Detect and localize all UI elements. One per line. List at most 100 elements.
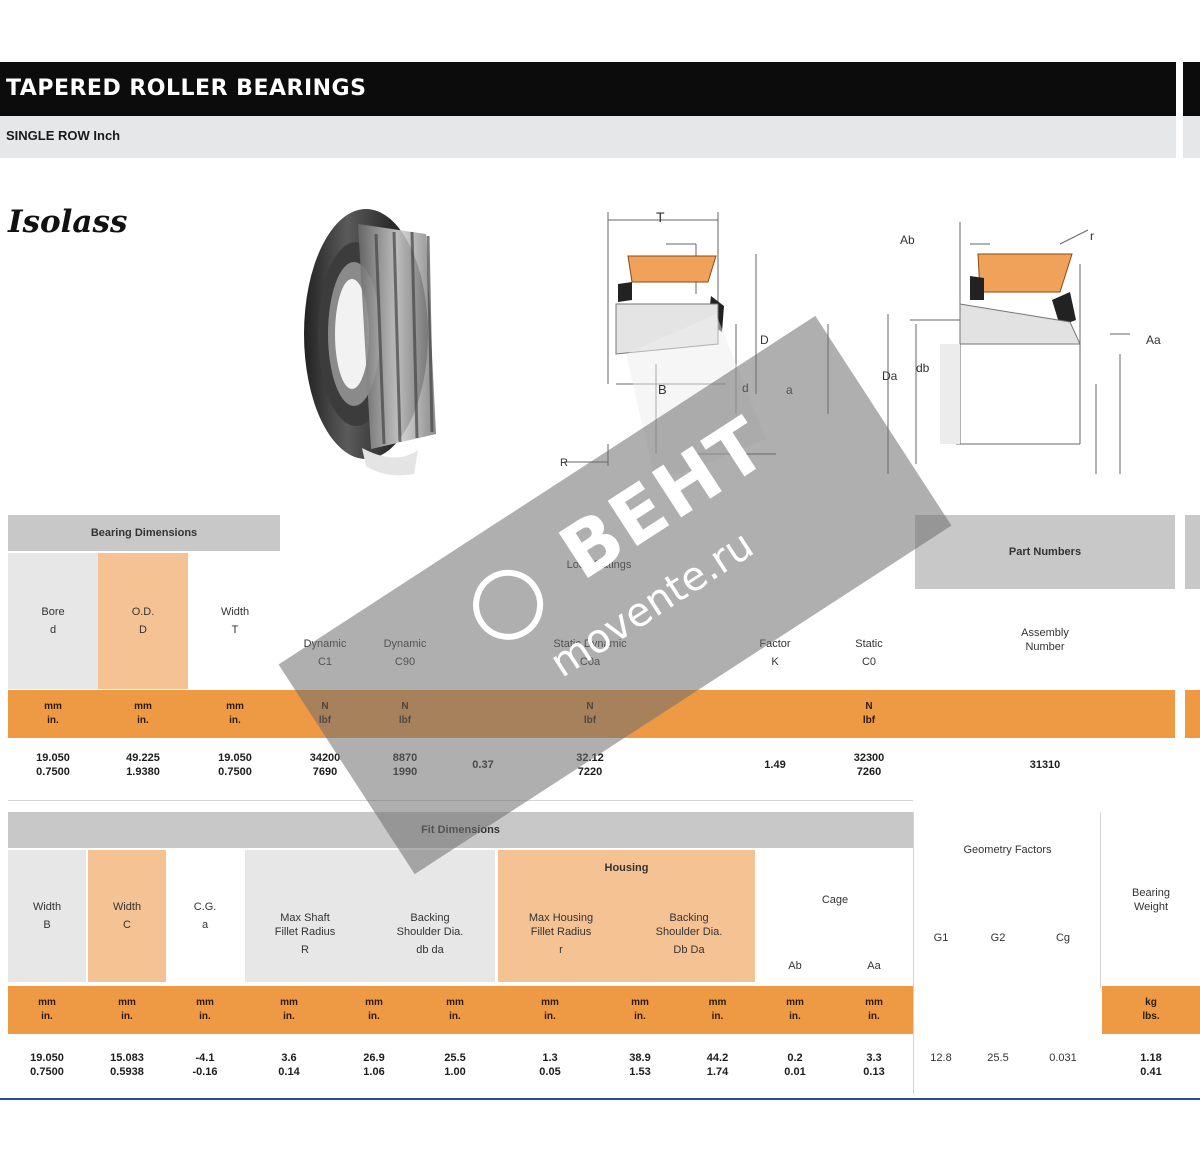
fit-value-4: 26.9 1.06: [363, 1052, 385, 1078]
bearing-weight-value: 1.18 0.41: [1140, 1052, 1162, 1078]
weight-header-line1: Bearing: [1132, 887, 1170, 899]
dimension-header-1-line2: D: [139, 624, 147, 636]
value-7: 1.49: [764, 759, 786, 771]
cage-header-0: Ab: [788, 960, 802, 972]
assembly-header-line2: Number: [1025, 641, 1065, 653]
label-R: R: [560, 457, 568, 469]
label-D: D: [760, 333, 769, 347]
fit-unit-3: mm in.: [245, 986, 333, 1034]
assembly-number-value: 31310: [1029, 759, 1061, 771]
housing-header-1-line1: Backing Shoulder Dia.: [655, 912, 723, 938]
document-subtitle: SINGLE ROW Inch: [0, 116, 1176, 158]
label-Aa: Aa: [1146, 333, 1161, 347]
section-label: Isolass: [8, 204, 128, 240]
fit-unit-5: mm in.: [415, 986, 495, 1034]
fit-left-header-2-line2: a: [201, 919, 209, 931]
fit-value-2: -4.1 -0.16: [192, 1052, 218, 1078]
fit-left-header-0-line2: B: [43, 919, 51, 931]
dimension-header-2-line2: T: [231, 624, 239, 636]
housing-header: Housing: [604, 862, 649, 874]
rating-header-5-line2: C0: [861, 656, 877, 668]
fit-value-9: 0.2 0.01: [784, 1052, 806, 1078]
fit-value-7: 38.9 1.53: [629, 1052, 651, 1078]
fit-value-5: 25.5 1.00: [444, 1052, 466, 1078]
geometry-value-0: 12.8: [930, 1052, 952, 1064]
dimension-header-0-line2: d: [49, 624, 57, 636]
assembly-number-header: Assembly Number: [915, 592, 1175, 688]
unit-8: N lbf: [826, 690, 912, 738]
dimension-header-1-line1: O.D.: [131, 606, 155, 618]
value-1: 49.225 1.9380: [126, 752, 160, 778]
rating-header-5-line1: Static: [855, 638, 883, 650]
document-title: TAPERED ROLLER BEARINGS: [0, 62, 1176, 116]
part-numbers-header: Part Numbers: [915, 515, 1175, 589]
weight-header-line2: Weight: [1133, 901, 1169, 913]
geometry-header-2: Cg: [1055, 932, 1071, 944]
bearing-weight-header: Bearing Weight: [1102, 850, 1200, 950]
geometry-factors-header: Geometry Factors: [963, 844, 1052, 856]
housing-header-0-line2: r: [559, 944, 563, 956]
shaft-header-1-line1: Backing Shoulder Dia.: [396, 912, 464, 938]
fit-left-header-2-line1: C.G.: [193, 901, 217, 913]
fit-unit-4: mm in.: [335, 986, 413, 1034]
geometry-header-0: G1: [933, 932, 949, 944]
assembly-header-line1: Assembly: [1021, 627, 1069, 639]
dimension-header-1: O.D. D: [98, 553, 188, 689]
unit-7: [726, 690, 824, 738]
fit-unit-10: mm in.: [838, 986, 910, 1034]
housing-header-1-line2: Db Da: [673, 944, 705, 956]
value-8: 32300 7260: [853, 752, 885, 778]
table1-unit-row-edge: [1185, 690, 1200, 738]
dimension-header-0: Bore d: [8, 553, 98, 689]
fit-unit-6: mm in.: [498, 986, 602, 1034]
table2-divider: [913, 812, 914, 1094]
rating-header-4-line2: K: [771, 656, 779, 668]
cage-header-1: Aa: [867, 960, 881, 972]
label-Da: Da: [882, 369, 898, 383]
shaft-header-1-line2: db da: [416, 944, 444, 956]
fit-value-0: 19.050 0.7500: [30, 1052, 64, 1078]
shaft-group-bg: [245, 850, 495, 982]
title-bar-edge: [1183, 62, 1200, 116]
shaft-header-0-line1: Max Shaft Fillet Radius: [274, 912, 336, 938]
table1-edge-grey: [1185, 515, 1200, 589]
fit-value-10: 3.3 0.13: [863, 1052, 885, 1078]
fit-left-header-1-line2: C: [123, 919, 131, 931]
housing-group-bg: [498, 850, 755, 982]
cage-header: Cage: [821, 894, 849, 906]
fit-unit-2: mm in.: [168, 986, 242, 1034]
fit-value-6: 1.3 0.05: [539, 1052, 561, 1078]
fit-unit-9: mm in.: [760, 986, 830, 1034]
bearing-dimensions-header: Bearing Dimensions: [8, 515, 280, 551]
fit-value-1: 15.083 0.5938: [110, 1052, 144, 1078]
shaft-header-1: Backing Shoulder Dia. db da: [370, 890, 490, 978]
cross-section-diagram-right: Ab Aa Da db r: [827, 222, 1161, 474]
label-B: B: [658, 382, 667, 397]
label-r: r: [1090, 229, 1094, 243]
fit-unit-8: mm in.: [680, 986, 755, 1034]
dimension-header-0-line1: Bore: [41, 606, 65, 618]
geometry-header-1: G2: [990, 932, 1006, 944]
fit-value-8: 44.2 1.74: [706, 1052, 729, 1078]
bearing-image: [304, 209, 436, 476]
label-Ab: Ab: [900, 233, 915, 247]
unit-2: mm in.: [190, 690, 280, 738]
footer-rule: [0, 1098, 1200, 1100]
fit-unit-7: mm in.: [604, 986, 676, 1034]
fit-unit-0: mm in.: [8, 986, 86, 1034]
fit-left-header-2: C.G. a: [168, 850, 242, 982]
unit-0: mm in.: [8, 690, 98, 738]
label-T: T: [656, 209, 665, 225]
watermark-logo-icon: [459, 556, 557, 654]
geometry-value-2: 0.031: [1049, 1052, 1077, 1064]
fit-unit-1: mm in.: [88, 986, 166, 1034]
shaft-header-0-line2: R: [301, 944, 309, 956]
housing-header-1: Backing Shoulder Dia. Db Da: [626, 890, 752, 978]
weight-unit: kg lbs.: [1102, 986, 1200, 1034]
